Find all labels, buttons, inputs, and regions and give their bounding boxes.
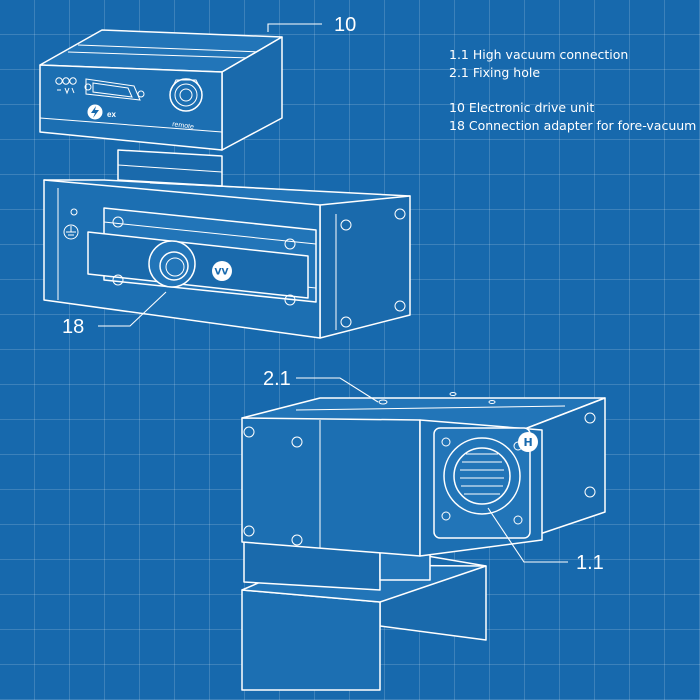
legend-item-fore-vacuum-adapter: 18 Connection adapter for fore-vacuum [449,118,697,133]
d-sub-connector-icon [84,78,145,101]
bottom-pump-left-face [241,417,421,557]
panel-symbol-text: ex [107,110,116,119]
legend-item-high-vacuum: 1.1 High vacuum connection [449,47,629,62]
pump-body-bottom: H [241,392,606,557]
callout-2-1: 2.1 [263,368,379,403]
rotor-grille [460,453,504,495]
callout-18: 18 [62,291,167,338]
h-marker-text: H [524,436,533,449]
bottom-drive-front-face [241,589,381,691]
round-socket-icon [169,78,203,112]
socket-label: remote [172,121,195,131]
legend: 1.1 High vacuum connection 2.1 Fixing ho… [449,46,696,135]
indicator-hole-icon [70,208,78,216]
fixing-hole-icon [378,399,388,405]
callout-10-label: 10 [334,14,356,36]
lightning-badge-icon [87,104,103,120]
brand-badge: VV [212,261,232,281]
callout-1-1: 1.1 [487,507,604,574]
pump-unit-bottom: H [241,392,606,691]
legend-item-fixing-hole: 2.1 Fixing hole [449,65,541,80]
pump-unit-top: ex remote [39,29,411,339]
adapter-rail [87,231,309,299]
electronic-drive-unit: ex remote [39,29,283,151]
status-led-icons [55,77,77,95]
brand-badge-text: VV [215,268,229,278]
callout-2-1-label: 2.1 [263,368,291,390]
callout-10: 10 [267,14,356,36]
h-marker-badge: H [518,432,538,452]
fore-vacuum-adapter [148,240,196,288]
ground-symbol-icon [63,224,79,240]
high-vacuum-connection [433,427,531,539]
callout-1-1-label: 1.1 [576,552,604,574]
pump-body-top: VV [43,179,411,339]
legend-item-drive-unit: 10 Electronic drive unit [449,100,595,115]
drive-unit-bottom [241,539,487,691]
callout-18-label: 18 [62,316,84,338]
